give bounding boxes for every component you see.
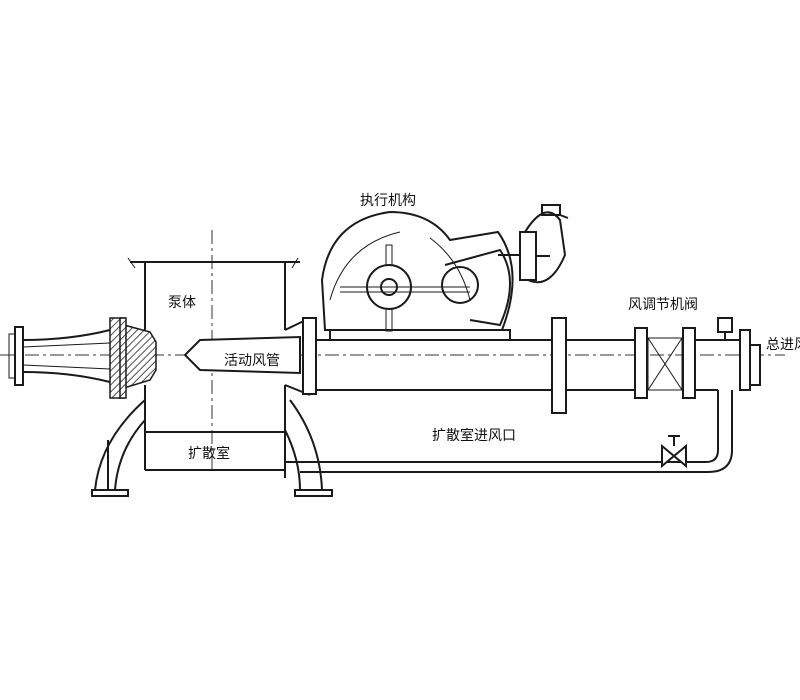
label-diffusion-chamber-inlet: 扩散室进风口 bbox=[432, 427, 516, 444]
right-support-legs bbox=[284, 399, 333, 497]
movable-air-tube bbox=[183, 335, 301, 375]
label-main-inlet: 总进风 bbox=[766, 337, 800, 353]
diffusion-inlet-pipe bbox=[284, 390, 733, 478]
inlet-small-valve[interactable] bbox=[661, 435, 687, 469]
handwheel[interactable] bbox=[498, 204, 569, 284]
label-diffusion-chamber: 扩散室 bbox=[188, 445, 230, 462]
nozzle-flange-hatched bbox=[109, 317, 157, 399]
outlet-flange bbox=[302, 317, 317, 395]
left-support-legs bbox=[91, 399, 146, 497]
feed-nozzle bbox=[8, 326, 111, 386]
actuator-assembly bbox=[320, 210, 514, 341]
air-damper-valve[interactable] bbox=[634, 327, 740, 399]
label-pump-body: 泵体 bbox=[168, 295, 196, 311]
label-actuator: 执行机构 bbox=[360, 193, 416, 209]
label-air-damper: 风调节机阀 bbox=[628, 297, 698, 313]
label-movable-air-tube: 活动风管 bbox=[224, 353, 280, 369]
main-inlet-flange bbox=[717, 317, 761, 391]
